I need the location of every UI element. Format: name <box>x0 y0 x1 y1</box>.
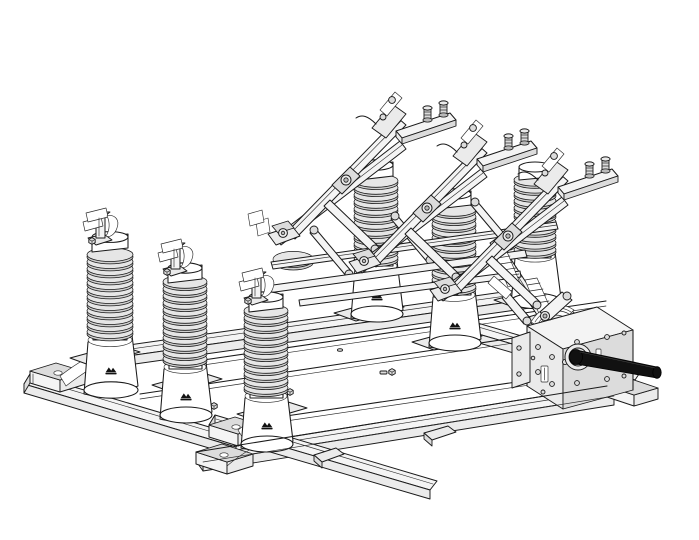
operating-mechanism[interactable] <box>487 275 662 410</box>
terminal-stud-c1 <box>584 161 595 179</box>
blade-c-pivot-block <box>493 222 523 251</box>
mechanism-mount-flange <box>511 331 531 389</box>
post-insulator-front-3 <box>238 267 294 453</box>
blade-c-arcing-horn <box>517 147 569 195</box>
blade-c-hinge <box>429 276 463 302</box>
station-terminal-3[interactable] <box>238 267 275 306</box>
blade-a-hinge <box>247 209 301 246</box>
blade-b-pivot-block <box>412 194 442 223</box>
mechanism-cover-bolts <box>530 330 627 395</box>
blade-arm-a <box>247 91 457 254</box>
blade-c-strut <box>485 255 542 310</box>
terminal-stud-b1 <box>503 133 514 151</box>
blade-a-pivot-block <box>331 166 361 195</box>
blade-b-hinge <box>348 248 382 274</box>
station-terminal-1[interactable] <box>82 207 119 246</box>
frame-small-brackets <box>313 425 457 469</box>
terminal-stud-a2 <box>438 100 449 118</box>
blade-arm-c <box>429 147 619 310</box>
terminal-stud-a1 <box>422 105 433 123</box>
blade-c-terminal-pad <box>557 156 619 201</box>
blade-b-arcing-horn <box>436 119 488 167</box>
mechanism-crank-arm <box>539 291 573 322</box>
terminal-stud-c2 <box>600 156 611 174</box>
terminal-stud-b2 <box>519 128 530 146</box>
blade-b-terminal-pad <box>476 128 538 173</box>
insulator-shed-stack-front-1 <box>86 247 134 342</box>
station-terminal-2[interactable] <box>157 238 194 277</box>
blade-a-arcing-horn <box>355 91 407 139</box>
insulator-shed-stack-front-2 <box>162 274 208 370</box>
blade-arm-b <box>348 119 538 282</box>
insulator-shed-stack-front-3 <box>243 303 289 399</box>
frame-foot-near <box>195 443 254 475</box>
mechanism-input-linkage <box>487 275 532 326</box>
blade-a-terminal-pad <box>395 100 457 145</box>
frame-front-edge-overlay <box>195 385 615 463</box>
mechanism-drive-shaft[interactable] <box>569 349 662 379</box>
post-insulator-front-2 <box>157 238 213 424</box>
post-insulator-front-1 <box>82 207 139 399</box>
